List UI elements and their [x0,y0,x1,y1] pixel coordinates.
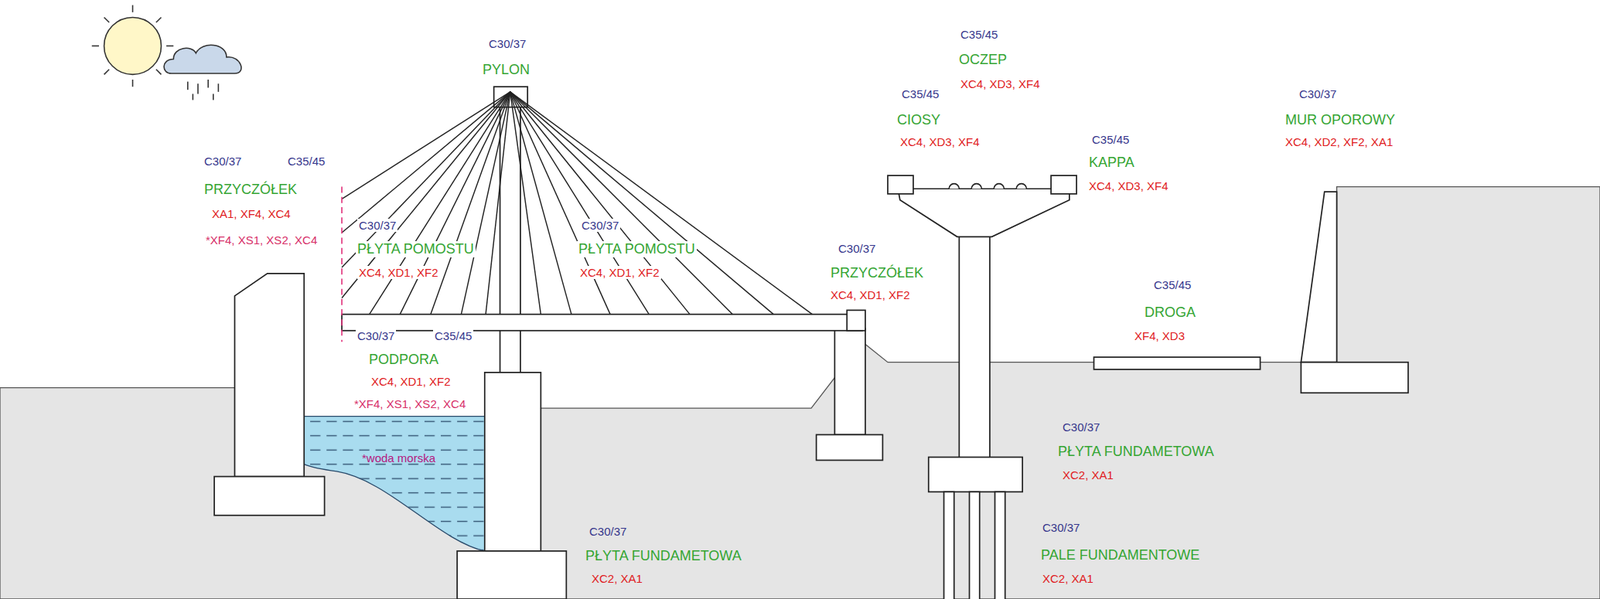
element-name: PRZYCZÓŁEK [202,181,299,198]
concrete-class: C35/45 [958,27,1000,41]
element-name: PYLON [481,61,532,79]
concrete-class: C35/45 [286,154,327,168]
section-divider [341,187,343,343]
element-name: MUR OPOROWY [1283,112,1397,129]
kappa-left [887,175,914,195]
exposure-class: XC2, XA1 [1060,468,1116,482]
concrete-class: C30/37 [202,154,243,168]
exposure-class: XC2, XA1 [590,572,645,586]
deck-end [846,310,866,331]
pier-column [958,235,990,460]
bridge-deck [341,314,863,331]
seawater-exposure-class: *XF4, XS1, XS2, XC4 [352,397,468,411]
exposure-class: XC4, XD1, XF2 [828,288,912,302]
right-abutment [834,328,866,435]
exposure-class: XC4, XD1, XF2 [578,266,662,280]
seawater-exposure-class: *XF4, XS1, XS2, XC4 [204,233,319,247]
element-name: PŁYTA FUNDAMETOWA [1056,443,1216,461]
concrete-class: C35/45 [900,87,941,101]
exposure-class: XC2, XA1 [1040,572,1096,586]
concrete-class: C30/37 [587,525,628,539]
element-name: KAPPA [1087,154,1137,171]
element-name: PŁYTA POMOSTU [576,241,697,258]
element-name: OCZEP [957,51,1009,69]
exposure-class: XC4, XD3, XF4 [898,135,982,149]
concrete-class: C30/37 [1040,521,1082,535]
concrete-class: C30/37 [357,218,398,232]
element-name: PODPORA [367,351,441,369]
exposure-class: XC4, XD1, XF2 [369,375,453,389]
element-name: PALE FUNDAMENTOWE [1039,547,1201,564]
concrete-class: C35/45 [433,329,474,343]
left-abutment-footing [214,477,325,516]
pylon-footing [457,551,567,599]
element-name: PŁYTA POMOSTU [355,241,476,258]
bearings [948,184,1027,190]
kappa-right [1050,175,1077,195]
water-label: *woda morska [360,451,437,465]
exposure-class: XC4, XD2, XF2, XA1 [1283,135,1395,149]
pile [995,491,1006,599]
water-lines [303,416,485,552]
pylon-pier [484,372,542,552]
right-abutment-footing [816,434,884,461]
concrete-class: C30/37 [1297,87,1338,101]
element-name: DROGA [1142,304,1198,321]
pile [969,491,980,599]
element-name: PRZYCZÓŁEK [828,265,925,282]
concrete-class: C30/37 [355,329,396,343]
exposure-class: XC4, XD3, XF4 [1087,179,1171,193]
element-name: PŁYTA FUNDAMETOWA [583,548,744,565]
weather-icon [92,5,242,101]
left-abutment [234,273,304,478]
ground [0,187,1600,599]
retaining-wall [1300,191,1337,362]
concrete-class: C35/45 [1152,278,1193,292]
stay-cables [341,92,812,315]
exposure-class: XC4, XD3, XF4 [958,77,1042,91]
exposure-class: XA1, XF4, XC4 [210,207,293,221]
retaining-wall-footing [1300,362,1409,394]
pier-cap [897,188,1070,237]
concrete-class: C30/37 [487,37,528,51]
sea-water [303,416,485,552]
concrete-class: C30/37 [579,218,621,232]
exposure-class: XF4, XD3 [1132,329,1187,343]
concrete-class: C35/45 [1090,133,1131,147]
exposure-class: XC4, XD1, XF2 [357,266,441,280]
pile [944,491,955,599]
pile-cap [928,457,1023,492]
concrete-class: C30/37 [836,242,877,256]
road-slab [1094,357,1261,370]
concrete-class: C30/37 [1060,420,1102,434]
element-name: CIOSY [895,112,942,129]
